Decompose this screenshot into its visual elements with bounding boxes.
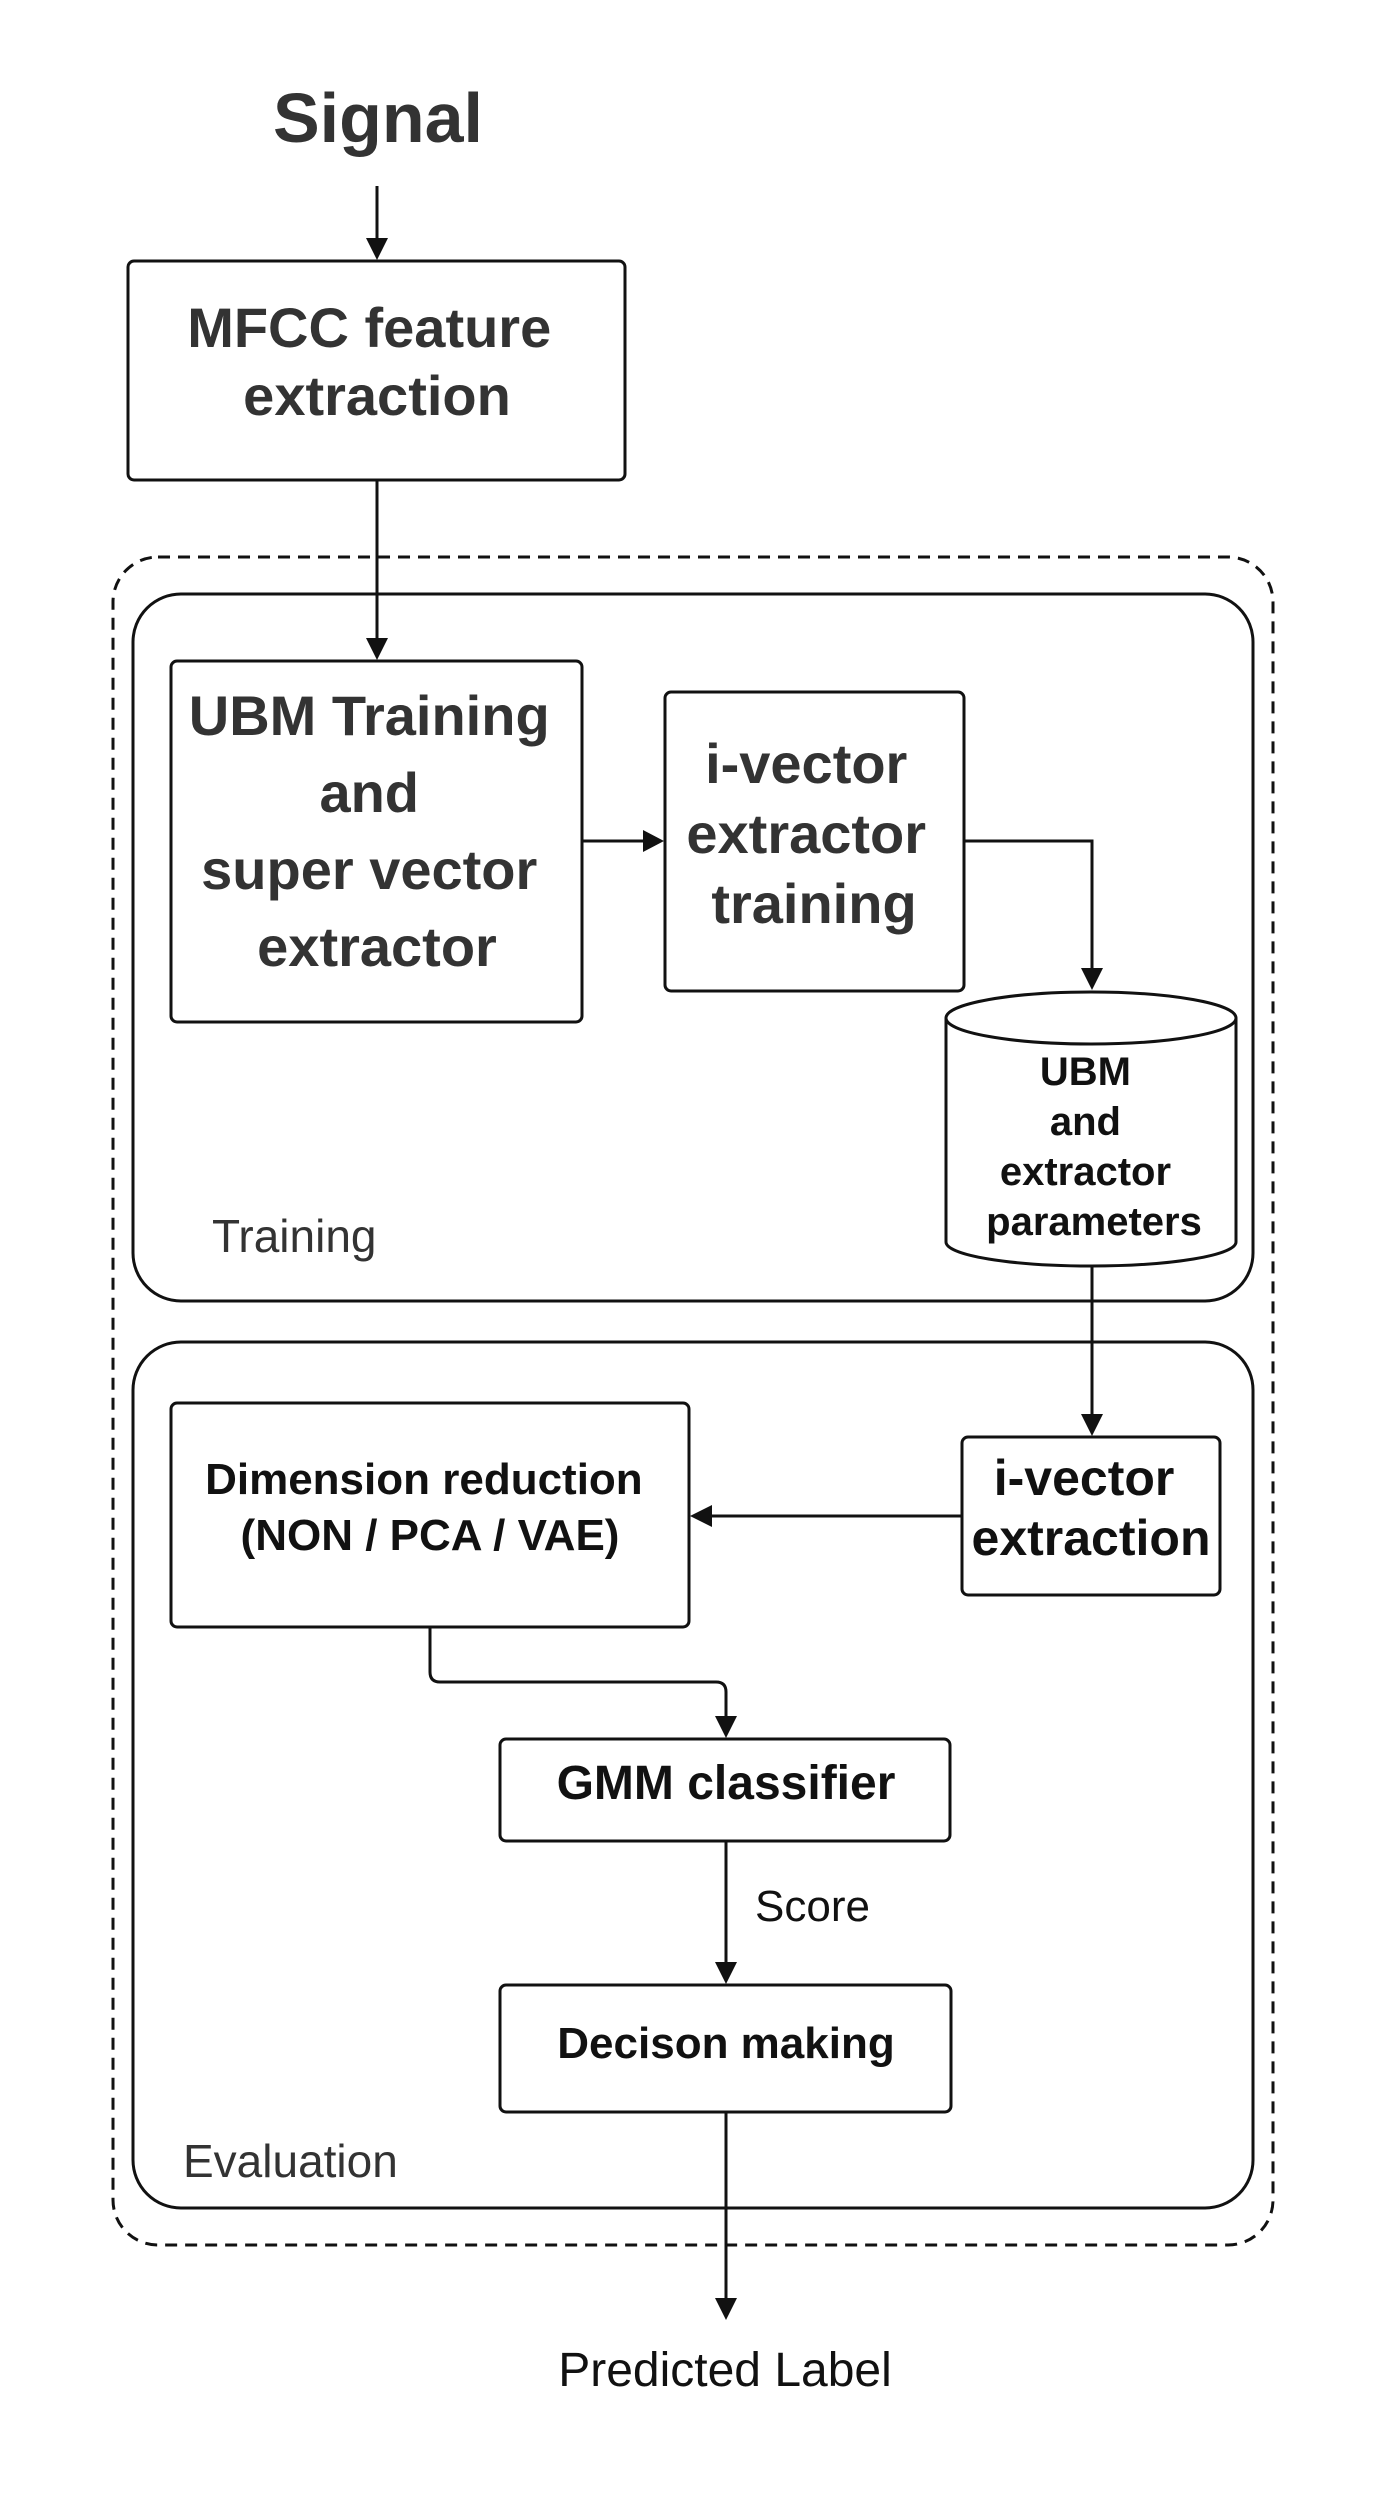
evaluation-group-label: Evaluation	[183, 2135, 398, 2187]
dimension-reduction-label: Dimension reduction (NON / PCA / VAE)	[205, 1455, 655, 1560]
score-edge-label: Score	[755, 1882, 870, 1931]
evaluation-group	[131, 1340, 1255, 2210]
parameters-database	[944, 990, 1238, 1268]
connectors	[366, 186, 1103, 2320]
arrowhead-parameters-to-ivector-extraction	[1081, 1414, 1103, 1436]
edge-ivector-training-to-parameters	[964, 839, 1094, 970]
training-group-label: Training	[212, 1210, 376, 1262]
ivector-extractor-training-label: i-vector extractor training	[686, 732, 941, 935]
arrowhead-ivector-extraction-to-dimension-reduction	[690, 1505, 712, 1527]
predicted-label: Predicted Label	[558, 2344, 892, 2397]
mfcc-feature-extraction-label: MFCC feature extraction	[187, 296, 567, 427]
training-group	[131, 592, 1255, 1303]
decision-making-label: Decison making	[557, 2019, 894, 2068]
parameters-database-label: UBM and extractor parameters	[986, 1050, 1202, 1244]
arrowhead-mfcc-to-ubm-training	[366, 638, 388, 660]
system-boundary	[111, 555, 1275, 2247]
ubm-training-label: UBM Training and super vector extractor	[189, 684, 565, 978]
ivector-extraction-label: i-vector extraction	[972, 1450, 1211, 1566]
arrowhead-decision-to-predicted-label	[715, 2298, 737, 2320]
arrowhead-gmm-to-decision	[715, 1962, 737, 1984]
signal-label: Signal	[273, 79, 483, 157]
gmm-classifier-label: GMM classifier	[557, 1757, 896, 1810]
arrowhead-ivector-training-to-parameters	[1081, 968, 1103, 990]
arrowhead-ubm-to-ivector-training	[643, 830, 664, 852]
edge-dimension-reduction-to-gmm	[428, 1627, 728, 1718]
arrowhead-signal-to-mfcc	[366, 238, 388, 260]
arrowhead-dimension-reduction-to-gmm	[715, 1716, 737, 1738]
